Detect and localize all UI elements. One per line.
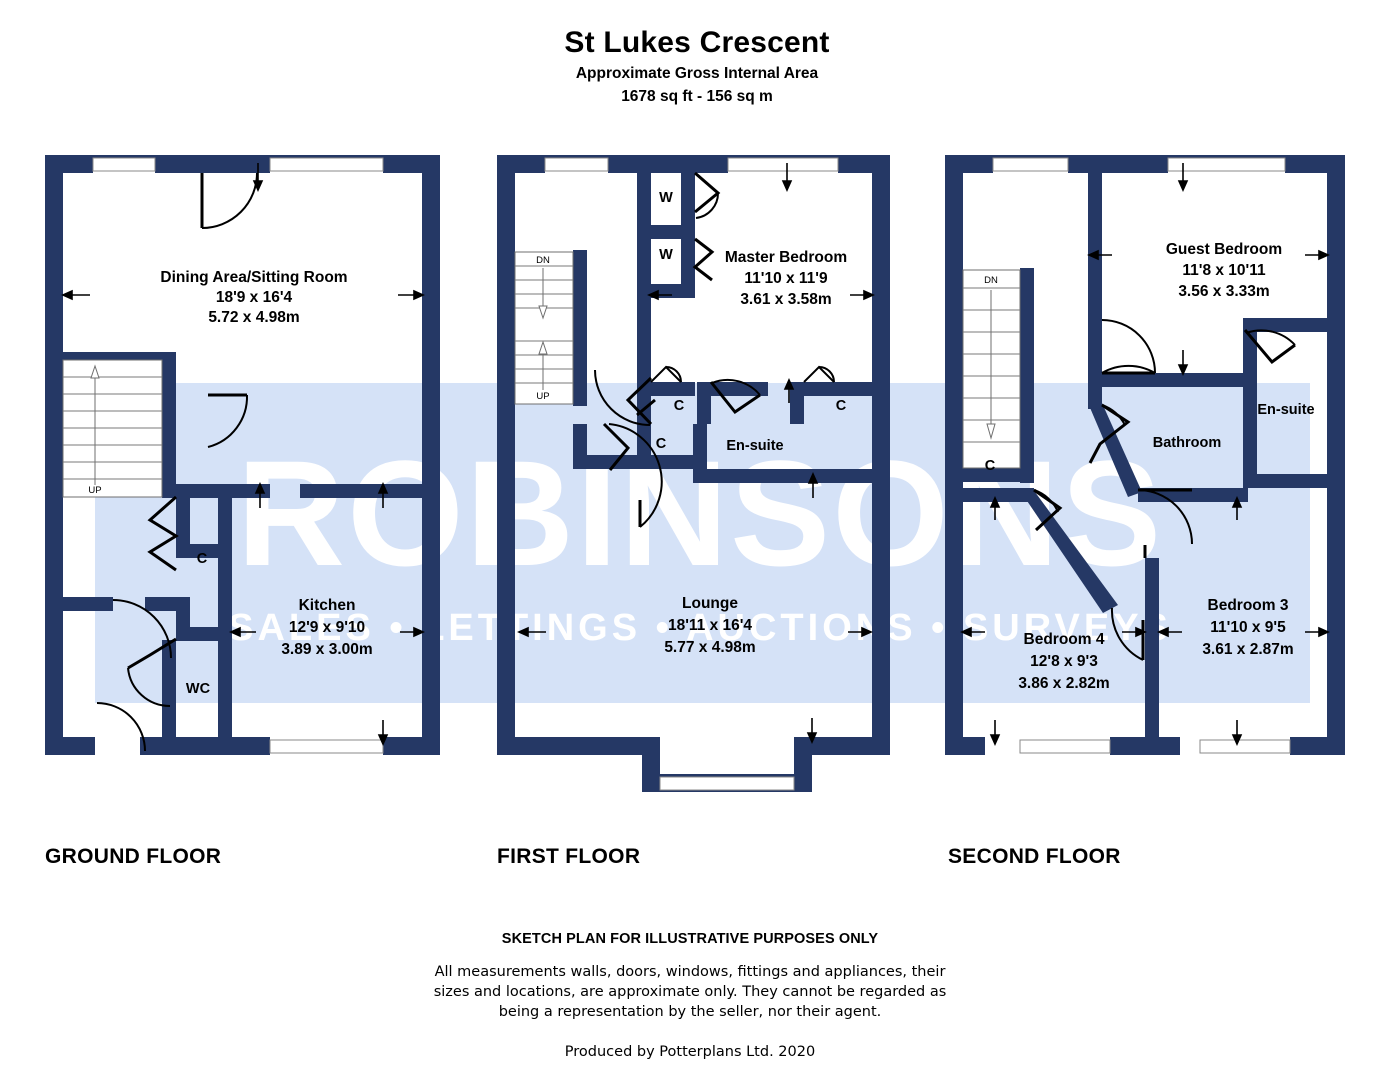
disclaimer-line-3: being a representation by the seller, no… xyxy=(499,1004,882,1020)
header: St Lukes Crescent Approximate Gross Inte… xyxy=(564,26,829,105)
header-subtitle-area: Approximate Gross Internal Area xyxy=(576,65,819,82)
second-bathroom-walls xyxy=(1243,387,1257,488)
floor-label-second: SECOND FLOOR xyxy=(948,845,1121,868)
second-staircase: DN xyxy=(962,269,1021,469)
room-label-bed4: Bedroom 4 xyxy=(1024,631,1105,648)
room-dim-bed4-ft: 12'8 x 9'3 xyxy=(1030,653,1098,670)
room-label-guest: Guest Bedroom xyxy=(1166,241,1282,258)
room-label-dining: Dining Area/Sitting Room xyxy=(160,269,347,286)
first-dimension-arrows xyxy=(517,163,875,744)
floor-label-first: FIRST FLOOR xyxy=(497,845,640,868)
disclaimer-line-1: All measurements walls, doors, windows, … xyxy=(435,964,946,980)
room-label-master: Master Bedroom xyxy=(725,249,847,266)
room-dim-lounge-ft: 18'11 x 16'4 xyxy=(668,617,752,634)
first-doors xyxy=(594,171,835,528)
ground-floor-plan: UP xyxy=(45,155,440,755)
page-title: St Lukes Crescent xyxy=(564,26,829,59)
wc-label: WC xyxy=(186,681,211,697)
first-staircase: DN UP xyxy=(514,251,574,405)
ground-room-labels: Dining Area/Sitting Room 18'9 x 16'4 5.7… xyxy=(160,269,372,697)
first-room-labels: Master Bedroom 11'10 x 11'9 3.61 x 3.58m… xyxy=(656,190,847,656)
ground-dimension-arrows xyxy=(61,163,425,746)
footer: SKETCH PLAN FOR ILLUSTRATIVE PURPOSES ON… xyxy=(434,931,947,1060)
second-windows xyxy=(992,157,1291,754)
room-dim-master-ft: 11'10 x 11'9 xyxy=(744,270,828,287)
first-walls xyxy=(497,155,890,792)
first-floor-plan: DN UP xyxy=(497,155,890,792)
wardrobe-label-2: W xyxy=(659,247,673,263)
ground-doors xyxy=(96,172,258,752)
header-subtitle-size: 1678 sq ft - 156 sq m xyxy=(621,88,773,105)
floor-label-ground: GROUND FLOOR xyxy=(45,845,221,868)
floor-labels: GROUND FLOOR FIRST FLOOR SECOND FLOOR xyxy=(45,845,1121,868)
second-doors xyxy=(1033,319,1296,661)
second-dimension-arrows xyxy=(960,163,1330,746)
cupboard-label-first-1: C xyxy=(674,398,685,414)
ground-staircase: UP xyxy=(62,359,163,498)
first-windows xyxy=(544,157,839,791)
room-dim-kitchen-m: 3.89 x 3.00m xyxy=(281,641,372,658)
second-walls xyxy=(945,155,1345,755)
stair-label-dn-second: DN xyxy=(984,275,998,286)
second-floor-plan: DN xyxy=(945,155,1345,755)
room-dim-master-m: 3.61 x 3.58m xyxy=(740,291,831,308)
room-dim-kitchen-ft: 12'9 x 9'10 xyxy=(289,619,365,636)
bathroom-label: Bathroom xyxy=(1153,435,1221,451)
stair-label-up-first: UP xyxy=(536,391,549,402)
cupboard-label-first-2: C xyxy=(836,398,847,414)
disclaimer-heading: SKETCH PLAN FOR ILLUSTRATIVE PURPOSES ON… xyxy=(502,931,879,947)
ensuite-label-second: En-suite xyxy=(1257,402,1314,418)
room-label-bed3: Bedroom 3 xyxy=(1208,597,1289,614)
room-dim-guest-ft: 11'8 x 10'11 xyxy=(1182,262,1266,279)
producer-credit: Produced by Potterplans Ltd. 2020 xyxy=(565,1044,815,1060)
stair-label-up: UP xyxy=(88,485,101,496)
room-dim-bed4-m: 3.86 x 2.82m xyxy=(1018,675,1109,692)
cupboard-label-first-3: C xyxy=(656,436,667,452)
wardrobe-label-1: W xyxy=(659,190,673,206)
second-room-labels: Guest Bedroom 11'8 x 10'11 3.56 x 3.33m … xyxy=(985,241,1315,692)
room-dim-dining-m: 5.72 x 4.98m xyxy=(208,309,299,326)
room-dim-lounge-m: 5.77 x 4.98m xyxy=(664,639,755,656)
room-dim-dining-ft: 18'9 x 16'4 xyxy=(216,289,293,306)
cupboard-label-ground: C xyxy=(197,551,208,567)
room-label-kitchen: Kitchen xyxy=(299,597,356,614)
room-dim-bed3-ft: 11'10 x 9'5 xyxy=(1210,619,1286,636)
room-dim-bed3-m: 3.61 x 2.87m xyxy=(1202,641,1293,658)
stair-label-dn-first: DN xyxy=(536,255,550,266)
cupboard-label-second: C xyxy=(985,458,996,474)
watermark-tagline: SALES • LETTINGS • AUCTIONS • SURVEYS xyxy=(228,607,1172,649)
ensuite-label-first: En-suite xyxy=(726,438,783,454)
room-label-lounge: Lounge xyxy=(682,595,738,612)
room-dim-guest-m: 3.56 x 3.33m xyxy=(1178,283,1269,300)
ground-windows xyxy=(92,157,384,754)
disclaimer-line-2: sizes and locations, are approximate onl… xyxy=(434,984,947,1000)
